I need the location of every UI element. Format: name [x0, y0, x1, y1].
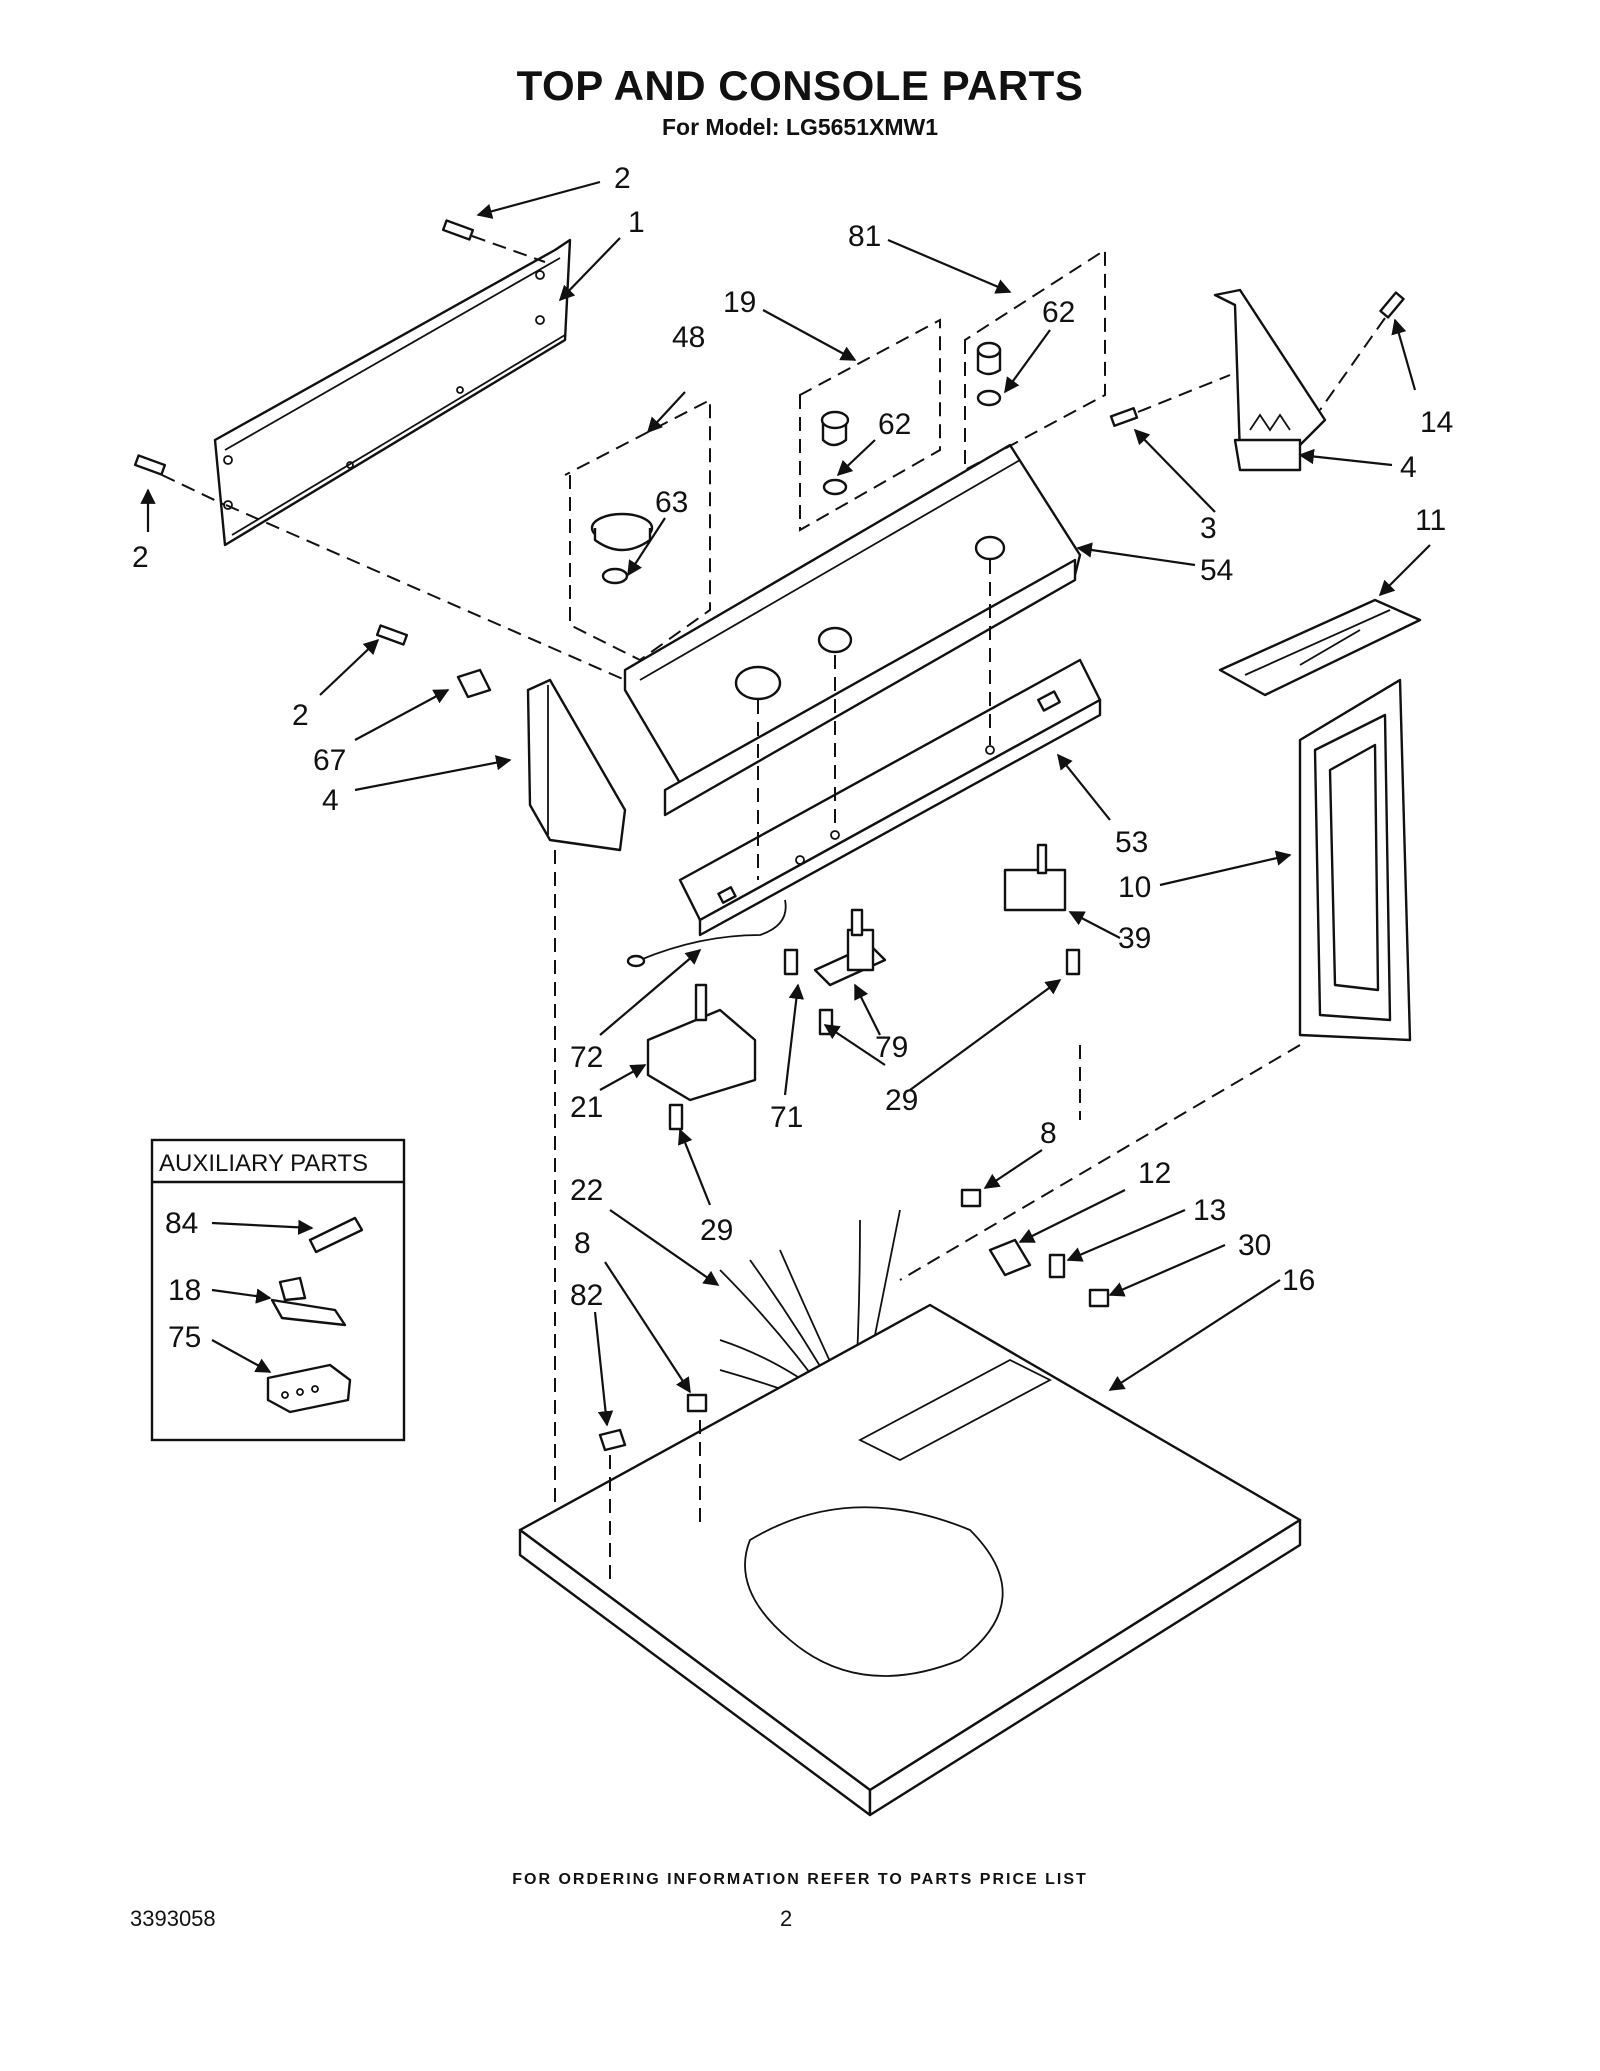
- dash-group-81: [964, 248, 1106, 472]
- document-number: 3393058: [130, 1906, 216, 1931]
- callout-81: 81: [848, 220, 881, 253]
- auxiliary-parts-heading: AUXILIARY PARTS: [159, 1150, 368, 1177]
- clip-part: [1088, 1288, 1110, 1308]
- callout-2: 2: [614, 162, 631, 195]
- callout-29: 29: [700, 1214, 733, 1247]
- dash-guide: [225, 504, 626, 681]
- callout-39: 39: [1118, 922, 1151, 955]
- screw-part: [1048, 1253, 1066, 1279]
- grommet-part: [598, 1428, 627, 1452]
- terminal-part: [270, 1276, 347, 1327]
- callout-8: 8: [574, 1227, 591, 1260]
- callout-82: 82: [570, 1279, 603, 1312]
- callout-62: 62: [878, 408, 911, 441]
- dash-guide: [1319, 317, 1386, 411]
- page-title: TOP AND CONSOLE PARTS: [516, 62, 1084, 109]
- timer-knob-part: [976, 341, 1002, 407]
- lint-screen-cover-part: [1218, 598, 1422, 697]
- dash-guide: [899, 1044, 1301, 1281]
- callout-18: 18: [168, 1274, 201, 1307]
- model-subtitle: For Model: LG5651XMW1: [661, 114, 939, 140]
- callout-21: 21: [570, 1091, 603, 1124]
- callout-62: 62: [1042, 296, 1075, 329]
- timer-part: [646, 983, 757, 1102]
- callout-labels: 2 1 81 19 62 48 62 63 14 4 3 54 11 2 2 6…: [132, 162, 1453, 1354]
- callout-4: 4: [1400, 451, 1417, 484]
- clip-part: [456, 668, 492, 699]
- callout-79: 79: [875, 1031, 908, 1064]
- auxiliary-parts-box: [150, 1138, 406, 1442]
- callout-14: 14: [1420, 406, 1453, 439]
- callout-2: 2: [132, 541, 149, 574]
- callout-75: 75: [168, 1321, 201, 1354]
- callout-22: 22: [570, 1174, 603, 1207]
- front-panel-part: [213, 238, 572, 547]
- console-bracket-part: [678, 658, 1102, 937]
- callout-10: 10: [1118, 871, 1151, 904]
- lint-housing-part: [1298, 678, 1412, 1042]
- dash-guide: [161, 474, 226, 506]
- connector-part: [266, 1363, 352, 1414]
- callout-16: 16: [1282, 1264, 1315, 1297]
- dash-group-48: [564, 398, 711, 662]
- callout-53: 53: [1115, 826, 1148, 859]
- callout-8: 8: [1040, 1117, 1057, 1150]
- dash-guide: [471, 235, 546, 263]
- callout-19: 19: [723, 286, 756, 319]
- dash-guide: [1137, 374, 1231, 413]
- callout-71: 71: [770, 1101, 803, 1134]
- callout-11: 11: [1415, 504, 1446, 537]
- callout-67: 67: [313, 744, 346, 777]
- screw-part: [133, 219, 475, 646]
- clip-part: [960, 1188, 982, 1208]
- clip-part: [686, 1393, 708, 1413]
- callout-1: 1: [628, 206, 645, 239]
- ordering-note: FOR ORDERING INFORMATION REFER TO PARTS …: [512, 1871, 1088, 1888]
- callout-30: 30: [1238, 1229, 1271, 1262]
- switch-part: [1003, 843, 1067, 912]
- dryer-top-part: [518, 1303, 1302, 1817]
- start-switch-part: [813, 908, 887, 987]
- wire-clip-part: [988, 1238, 1032, 1277]
- control-bracket-part-left: [526, 678, 627, 852]
- screw-part: [1109, 406, 1139, 428]
- callout-48: 48: [672, 321, 705, 354]
- callout-4: 4: [322, 784, 339, 817]
- selector-knob-part: [820, 410, 850, 496]
- callout-3: 3: [1200, 512, 1217, 545]
- knob-part: [590, 512, 654, 585]
- console-panel-part: [623, 443, 1082, 817]
- control-bracket-part-right: [1213, 288, 1327, 472]
- callout-29: 29: [885, 1084, 918, 1117]
- wire-part: [626, 899, 787, 968]
- page-number: 2: [780, 1906, 793, 1931]
- callout-13: 13: [1193, 1194, 1226, 1227]
- terminal-pin-part: [308, 1216, 364, 1254]
- callout-2: 2: [292, 699, 309, 732]
- dash-group-19: [799, 318, 941, 532]
- callout-12: 12: [1138, 1157, 1171, 1190]
- screw-part: [1379, 291, 1405, 319]
- leader-lines: [140, 180, 1431, 1427]
- callout-84: 84: [165, 1207, 198, 1240]
- callout-72: 72: [570, 1041, 603, 1074]
- callout-54: 54: [1200, 554, 1233, 587]
- callout-63: 63: [655, 486, 688, 519]
